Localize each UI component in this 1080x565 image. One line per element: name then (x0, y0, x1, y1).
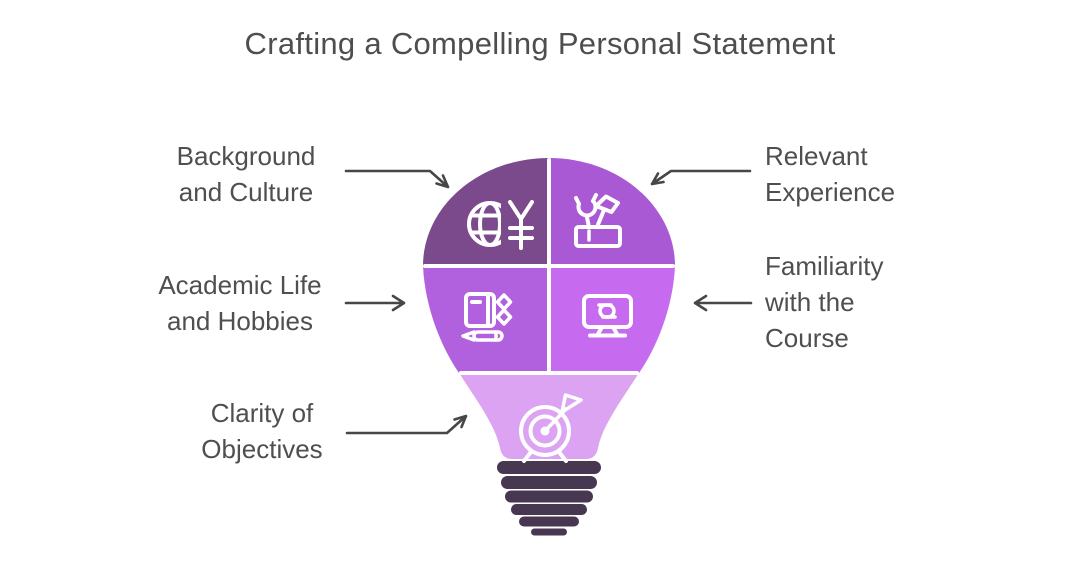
label-line: Experience (765, 177, 896, 207)
label-line: Background (176, 141, 316, 171)
label-clarity-objectives: Clarity of Objectives (156, 395, 368, 467)
globe-yen-icon (467, 199, 534, 251)
screw-ridge (505, 490, 593, 503)
screw-ridge (501, 476, 597, 489)
label-background-culture: Background and Culture (140, 138, 352, 210)
toolbox-wrench-hammer-icon (574, 193, 622, 248)
bulb-screw-base (497, 461, 601, 536)
label-line: Academic Life (158, 270, 322, 300)
arrow-down-left-to-top-right-quadrant (650, 169, 752, 186)
label-line: and Hobbies (167, 306, 313, 336)
monitor-link-icon (582, 294, 633, 338)
label-academic-life-hobbies: Academic Life and Hobbies (134, 267, 346, 339)
label-line: with the (765, 287, 855, 317)
target-dart-icon (519, 393, 583, 463)
screw-ridge (531, 528, 567, 536)
label-line: and Culture (178, 177, 314, 207)
label-familiarity-course: Familiarity with the Course (765, 248, 1005, 356)
label-relevant-experience: Relevant Experience (765, 138, 1005, 210)
arrow-down-right-to-top-left-quadrant (344, 169, 450, 189)
label-line: Objectives (201, 434, 323, 464)
arrow-up-right-to-bulb-neck (345, 414, 468, 435)
page-title: Crafting a Compelling Personal Statement (244, 26, 836, 61)
screw-ridge (519, 516, 579, 527)
arrow-left-to-mid-right-quadrant (693, 294, 753, 312)
arrow-right-to-mid-left-quadrant (344, 294, 406, 312)
label-line: Relevant (765, 141, 868, 171)
quadrant-familiarity-course (549, 266, 675, 373)
screw-ridge (497, 461, 601, 474)
label-line: Course (765, 323, 849, 353)
notebook-pencil-icon (461, 292, 513, 342)
label-line: Clarity of (210, 398, 314, 428)
quadrant-background-culture (423, 158, 549, 266)
screw-ridge (511, 504, 587, 515)
label-line: Familiarity (765, 251, 884, 281)
